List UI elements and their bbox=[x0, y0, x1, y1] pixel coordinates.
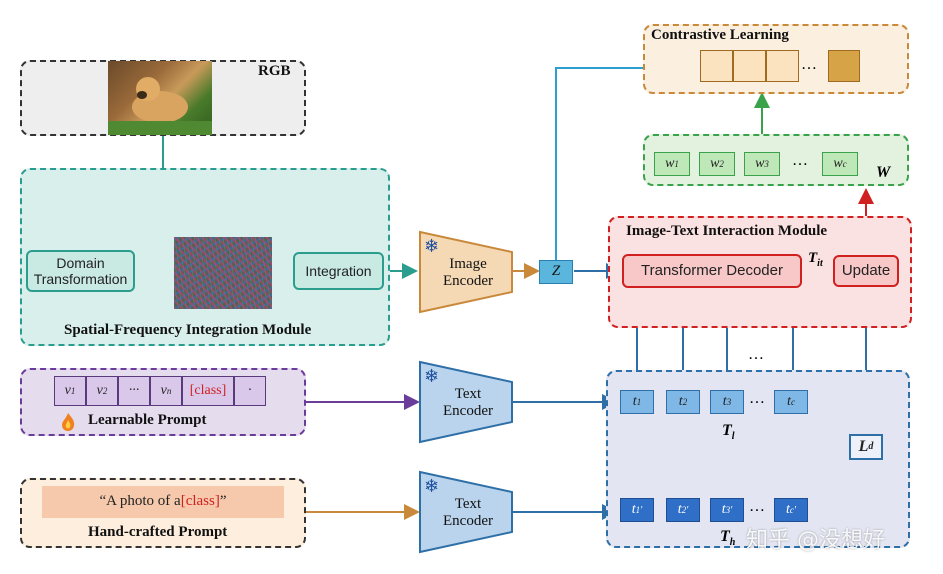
image-encoder-label: Image Encoder bbox=[443, 256, 493, 289]
learnable-prompt-title: Learnable Prompt bbox=[88, 412, 207, 428]
text-encoder-2-trapezoid bbox=[419, 470, 513, 554]
snowflake-icon: ❄ bbox=[424, 366, 440, 387]
dog-image bbox=[108, 61, 212, 135]
dog-illustration bbox=[108, 77, 212, 135]
frequency-domain-image bbox=[174, 237, 272, 309]
w-ellipsis: … bbox=[792, 152, 808, 169]
contrastive-cell bbox=[700, 50, 733, 82]
z-feature-box: Z bbox=[539, 260, 573, 284]
t-l-ellipsis: … bbox=[749, 390, 765, 407]
sfim-title: Spatial-Frequency Integration Module bbox=[64, 322, 312, 338]
snowflake-icon: ❄ bbox=[424, 476, 440, 497]
integration-box: Integration bbox=[293, 252, 384, 290]
image-encoder-trapezoid bbox=[419, 230, 513, 314]
end-token: · bbox=[234, 376, 266, 406]
class-token: [class] bbox=[182, 376, 234, 406]
contrastive-cell bbox=[733, 50, 766, 82]
transformer-decoder-box: Transformer Decoder bbox=[622, 254, 802, 288]
contrastive-cell-filled bbox=[828, 50, 860, 82]
learnable-token-ellipsis: ··· bbox=[118, 376, 150, 406]
flame-icon bbox=[62, 413, 75, 431]
hand-crafted-prompt-text: “A photo of a [class]” bbox=[42, 486, 284, 518]
rgb-label: RGB bbox=[258, 63, 291, 79]
t-h-ellipsis: … bbox=[749, 498, 765, 515]
itim-ellipsis: … bbox=[748, 346, 764, 363]
text-encoder-2-label: Text Encoder bbox=[443, 496, 493, 529]
contrastive-ellipsis: … bbox=[801, 56, 817, 73]
update-box: Update bbox=[833, 255, 899, 287]
t-l-label: Tl bbox=[722, 422, 735, 443]
domain-transformation-box: Domain Transformation bbox=[26, 250, 135, 292]
contrastive-learning-title: Contrastive Learning bbox=[651, 27, 789, 43]
text-encoder-1-label: Text Encoder bbox=[443, 386, 493, 419]
w-label: W bbox=[876, 164, 891, 181]
itim-title: Image-Text Interaction Module bbox=[626, 223, 828, 239]
hand-crafted-prompt-title: Hand-crafted Prompt bbox=[88, 524, 228, 540]
watermark: 知乎 @没想好 bbox=[746, 528, 885, 553]
t-it-label: Tit bbox=[808, 250, 823, 269]
text-encoder-1-trapezoid bbox=[419, 360, 513, 444]
t-h-label: Th bbox=[720, 528, 736, 549]
contrastive-cell bbox=[766, 50, 799, 82]
snowflake-icon: ❄ bbox=[424, 236, 440, 257]
